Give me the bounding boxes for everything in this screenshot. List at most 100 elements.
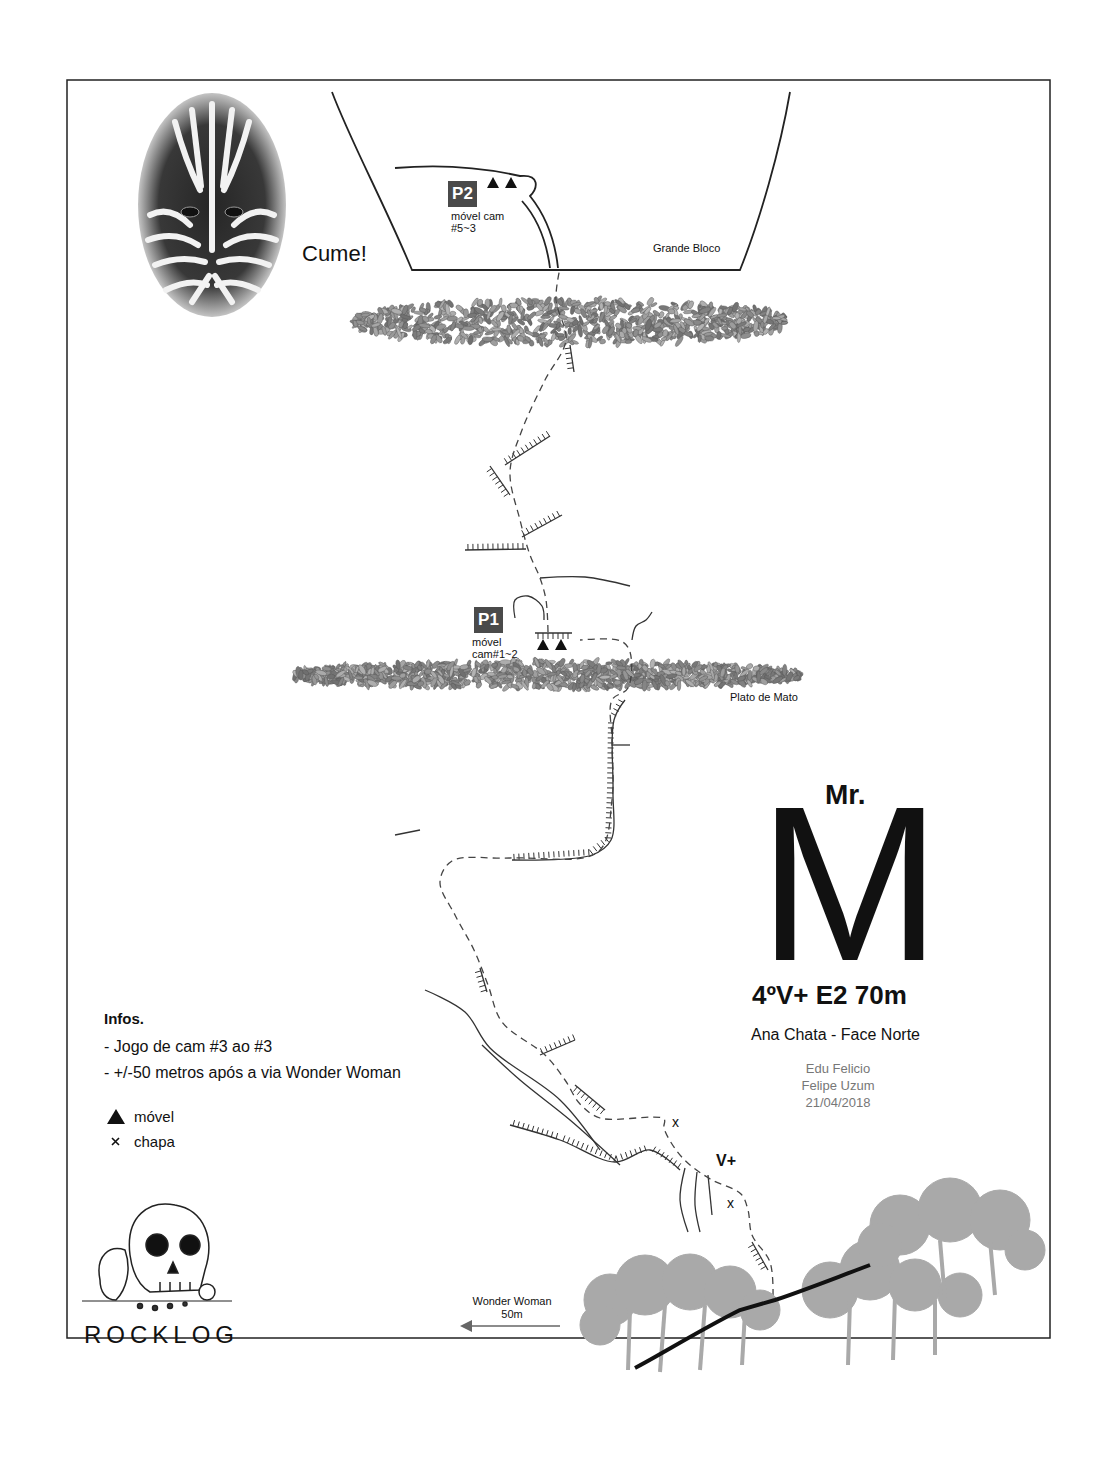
grass-band: [642, 680, 648, 692]
skull-logo: [129, 1204, 208, 1292]
grass-band: [579, 674, 585, 684]
rock-crack: [478, 981, 484, 983]
summit-outline: [332, 92, 790, 270]
skull-logo: [153, 1306, 158, 1311]
grass-band: [737, 675, 746, 682]
rock-crack: [543, 633, 544, 639]
face-portrait: [148, 104, 276, 302]
grass-band: [525, 329, 535, 336]
rock-crack: [531, 526, 534, 531]
grass-band: [515, 297, 522, 306]
face-portrait: [215, 276, 232, 302]
grass-band: [681, 304, 689, 312]
rock-crack: [581, 1093, 585, 1098]
grass-band: [335, 669, 346, 678]
rock-crack: [538, 437, 541, 442]
face-portrait: [225, 207, 243, 217]
grass-band: [418, 328, 426, 335]
grass-band: [450, 321, 457, 332]
grass-band: [501, 304, 507, 312]
tree-silhouettes: [933, 1300, 937, 1355]
rock-crack: [556, 1133, 558, 1139]
grass-band: [550, 327, 558, 335]
legend-row: móvel: [104, 1107, 174, 1125]
rock-crack: [669, 1158, 672, 1163]
grass-band: [745, 663, 753, 671]
rock-crack: [477, 544, 478, 550]
rock-crack: [607, 787, 613, 788]
grass-band: [467, 313, 476, 318]
info-heading: Infos.: [104, 1010, 144, 1028]
grass-band: [512, 666, 520, 673]
grass-band: [668, 308, 675, 314]
grass-band: [430, 670, 438, 679]
anchor-triangles: [537, 639, 549, 650]
rock-crack: [600, 1150, 602, 1156]
grass-band: [442, 336, 453, 345]
rock-crack: [607, 777, 613, 778]
grass-band: [500, 660, 511, 665]
tree-silhouettes: [628, 1310, 630, 1370]
grass-band: [552, 674, 557, 682]
grass-band: [614, 333, 621, 343]
rock-crack: [606, 817, 612, 818]
grass-band: [510, 683, 519, 690]
grass-band: [768, 323, 777, 332]
grass-band: [558, 306, 569, 311]
grass-band: [644, 319, 652, 332]
grass-band: [564, 300, 568, 307]
grass-band: [578, 315, 584, 325]
grass-band: [734, 664, 740, 673]
tree-silhouettes: [990, 1240, 995, 1295]
grass-band: [478, 317, 483, 325]
rock-crack: [618, 700, 623, 703]
rock-crack: [607, 792, 613, 793]
grass-band: [477, 299, 484, 307]
rock-crack: [518, 854, 519, 860]
rock-crack: [510, 1125, 680, 1170]
grass-band: [526, 311, 537, 321]
grass-band: [506, 672, 512, 679]
rock-crack: [465, 549, 526, 550]
rock-crack: [567, 1137, 569, 1143]
rock-crack: [548, 852, 549, 858]
skull-logo: [180, 1235, 200, 1255]
face-portrait: [192, 276, 209, 302]
rock-crack: [595, 1149, 597, 1155]
rock-crack: [640, 1147, 642, 1153]
rock-crack: [507, 543, 508, 549]
grass-band: [740, 332, 751, 339]
grass-band: [501, 680, 511, 684]
skull-logo: [160, 1282, 190, 1291]
rock-crack: [616, 704, 621, 707]
rock-crack: [708, 1175, 712, 1215]
grass-band: [726, 306, 733, 315]
rock-crack: [559, 1040, 561, 1046]
grass-band: [560, 670, 567, 677]
bolt-mark: x: [672, 1114, 679, 1131]
route-grade: 4ºV+ E2 70m: [752, 980, 907, 1011]
skull-logo: [82, 1301, 232, 1302]
rock-crack: [548, 516, 551, 521]
grass-band: [556, 674, 565, 684]
rock-crack: [574, 1087, 578, 1092]
grass-band: [614, 322, 622, 330]
rock-crack: [566, 357, 572, 359]
rock-crack: [751, 1249, 756, 1252]
rock-crack: [551, 1132, 553, 1138]
rock-crack: [477, 976, 483, 978]
rock-crack: [498, 485, 503, 488]
grass-band: [772, 317, 780, 320]
face-portrait: [209, 190, 215, 250]
rock-crack: [497, 544, 498, 550]
grass-band: [520, 309, 526, 321]
face-portrait: [148, 236, 198, 245]
belay-station: P1móvel cam#1~2: [474, 607, 530, 660]
tree-silhouettes: [628, 1240, 995, 1372]
rock-crack: [607, 797, 613, 798]
grass-band: [698, 675, 708, 683]
skull-logo: [199, 1284, 215, 1300]
rock-crack: [575, 1085, 605, 1110]
